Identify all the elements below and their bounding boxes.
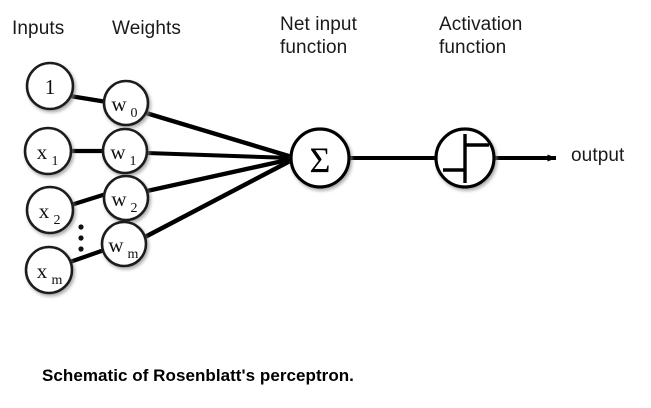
sigma-icon: Σ xyxy=(310,140,331,180)
weight-node-w1-label: w xyxy=(110,140,126,164)
activation-node xyxy=(434,127,496,189)
edge-bias-w0 xyxy=(67,93,110,105)
sum-node-circle xyxy=(289,127,351,189)
weight-node-w2: w 2 xyxy=(102,174,150,222)
input-node-x2-label: x xyxy=(39,199,50,223)
input-node-bias-label: 1 xyxy=(45,75,56,99)
weight-node-wm-circle xyxy=(100,220,148,268)
column-label-activation-function: Activation function xyxy=(439,14,523,58)
edge-xm-wm xyxy=(67,246,110,265)
input-node-xm-subscript: m xyxy=(52,273,63,288)
column-label-net-input-function: Net input function xyxy=(280,14,357,58)
figure-caption: Schematic of Rosenblatt's perceptron. xyxy=(42,366,354,385)
weight-node-w2-subscript: 2 xyxy=(131,201,138,216)
vertical-dots-icon xyxy=(78,224,84,252)
column-label-inputs: Inputs xyxy=(12,18,65,39)
input-node-xm-label: x xyxy=(37,259,48,283)
weight-node-w0: w 0 xyxy=(102,79,150,127)
output-label: output xyxy=(571,145,625,166)
weight-node-w2-label: w xyxy=(111,187,127,211)
weight-node-w2-circle xyxy=(102,174,150,222)
input-node-x2: x 2 xyxy=(25,185,75,235)
column-label-weights: Weights xyxy=(112,18,181,39)
edge-x2-w2 xyxy=(68,191,109,208)
weight-node-wm: w m xyxy=(100,220,148,268)
input-to-weight-edges xyxy=(67,93,110,265)
input-node-xm: x m xyxy=(24,245,74,295)
input-node-bias-circle xyxy=(25,61,75,111)
input-node-x2-subscript: 2 xyxy=(54,213,61,228)
input-node-bias: 1 xyxy=(25,61,75,111)
weight-node-w1: w 1 xyxy=(101,127,149,175)
edge-w2-sum xyxy=(144,156,295,194)
weight-node-wm-label: w xyxy=(108,233,124,257)
weight-node-w0-label: w xyxy=(111,92,127,116)
step-function-icon xyxy=(443,134,489,183)
edge-wm-sum xyxy=(142,157,295,240)
weight-node-w1-circle xyxy=(101,127,149,175)
weight-node-w1-subscript: 1 xyxy=(130,154,137,169)
weight-node-wm-subscript: m xyxy=(128,247,139,262)
input-node-xm-circle xyxy=(24,245,74,295)
input-node-x1-subscript: 1 xyxy=(52,154,59,169)
weight-node-w0-circle xyxy=(102,79,150,127)
edge-w0-sum xyxy=(143,110,295,160)
weight-node-w0-subscript: 0 xyxy=(131,106,138,121)
input-node-x1-circle xyxy=(23,126,73,176)
input-node-x1-label: x xyxy=(37,140,48,164)
input-node-x2-circle xyxy=(25,185,75,235)
input-node-x1: x 1 xyxy=(23,126,73,176)
sum-node: Σ xyxy=(289,127,351,189)
weight-to-sum-edges xyxy=(142,110,295,240)
edge-w1-sum xyxy=(145,151,294,160)
